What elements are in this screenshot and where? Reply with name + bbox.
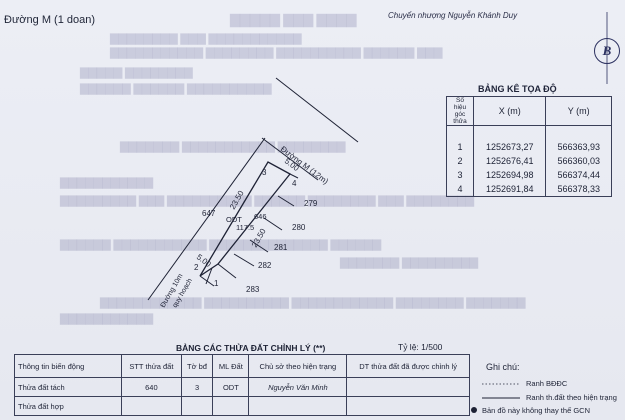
parcel-land-type: ODT xyxy=(226,215,242,224)
transfer-note: Chuyển nhượng Nguyễn Khánh Duy xyxy=(388,11,518,20)
table-cell: 566363,93 xyxy=(545,140,612,154)
table-header-row: Thông tin biến động STT thửa đất Tờ bđ M… xyxy=(14,354,470,378)
legend-item: Ranh BĐĐC xyxy=(526,379,568,388)
table-row: 2 1252676,41 566360,03 xyxy=(446,154,612,168)
neighbor-parcel: 279 xyxy=(304,199,318,208)
table-cell: 2 xyxy=(446,154,474,168)
parcel-table: Thông tin biến động STT thửa đất Tờ bđ M… xyxy=(14,354,470,416)
table-row xyxy=(446,125,612,140)
neighbor-parcel: 280 xyxy=(292,223,306,232)
ghost-text: ▇▇▇▇▇ ▇▇▇▇▇▇▇▇ xyxy=(80,67,193,79)
table-cell xyxy=(121,396,182,416)
table-cell: ODT xyxy=(212,377,250,397)
column-header: X (m) xyxy=(472,96,547,126)
neighbor-boundary xyxy=(249,239,269,253)
parcel-table-title: BẢNG CÁC THỬA ĐẤT CHỈNH LÝ (**) xyxy=(176,343,326,353)
corner-label-3: 3 xyxy=(262,168,267,177)
column-header: Y (m) xyxy=(545,96,612,126)
table-cell xyxy=(346,396,470,416)
ghost-text: ▇▇▇▇▇▇▇ ▇▇▇▇▇▇▇▇▇▇▇ ▇▇▇▇▇▇▇▇ xyxy=(120,141,346,153)
parcel-polygon xyxy=(199,161,291,277)
table-row: 3 1252694,98 566374,44 xyxy=(446,168,612,182)
parcel-area: 117.5 xyxy=(236,223,254,232)
neighbor-boundary xyxy=(205,267,213,285)
neighbor-parcel: 283 xyxy=(246,285,260,294)
corner-label-4: 4 xyxy=(292,179,297,188)
ghost-text: ▇▇▇▇▇▇▇▇▇▇▇ xyxy=(60,313,154,325)
table-row: 4 1252691,84 566378,33 xyxy=(446,182,612,197)
column-header: ML Đất xyxy=(212,354,250,378)
neighbor-parcel: 282 xyxy=(258,261,272,270)
table-cell xyxy=(212,396,250,416)
coordinate-table: Số hiệu góc thửa X (m) Y (m) 1 1252673,2… xyxy=(446,96,612,197)
table-cell: 1252691,84 xyxy=(472,182,547,197)
table-cell: 566374,44 xyxy=(545,168,612,182)
ghost-text: ▇▇▇▇▇▇▇▇▇ ▇▇▇ ▇▇▇▇▇▇▇▇▇▇ ▇▇▇▇▇▇ ▇▇▇▇▇▇▇▇… xyxy=(60,195,475,207)
street-label: Đường M (1 doan) xyxy=(4,14,96,26)
neighbor-parcel: 281 xyxy=(274,243,288,252)
table-cell: 640 xyxy=(121,377,182,397)
ghost-text: ▇▇▇▇▇ ▇▇▇ ▇▇▇▇ xyxy=(230,12,357,27)
table-row: Thửa đất hợp xyxy=(14,396,470,416)
neighbor-parcel: 647 xyxy=(202,209,216,218)
parcel-number: 646 xyxy=(254,212,267,221)
ghost-text: ▇▇▇▇▇▇ ▇▇▇▇▇▇ ▇▇▇▇▇▇▇▇▇▇ xyxy=(80,83,272,95)
ghost-text: ▇▇▇▇▇▇▇▇ ▇▇▇ ▇▇▇▇▇▇▇▇▇▇▇ xyxy=(110,33,302,45)
road-boundary-line xyxy=(261,137,319,181)
legend-item: Bản đồ này không thay thế GCN xyxy=(482,406,590,415)
ghost-text: ▇▇▇▇▇▇▇▇▇▇▇▇ ▇▇▇▇▇▇▇▇▇▇ ▇▇▇▇▇▇▇▇▇▇▇▇ ▇▇▇… xyxy=(100,297,526,309)
ghost-text: ▇▇▇▇▇▇ ▇▇▇▇▇▇▇▇▇▇▇ ▇▇▇▇▇▇▇▇▇▇▇▇▇▇ ▇▇▇▇▇▇ xyxy=(60,239,382,251)
table-cell: 3 xyxy=(180,377,214,397)
table-cell: 3 xyxy=(446,168,474,182)
column-header: Chủ sở theo hiện trạng xyxy=(248,354,348,378)
neighbor-boundary xyxy=(217,263,237,279)
table-header-row: Số hiệu góc thửa X (m) Y (m) xyxy=(446,96,612,126)
road-boundary-line xyxy=(275,77,359,143)
neighbor-boundary xyxy=(289,173,299,179)
neighbor-boundary xyxy=(277,195,295,207)
table-cell xyxy=(180,396,214,416)
edge-left-length: 23.50 xyxy=(228,189,246,211)
table-cell xyxy=(248,396,348,416)
table-cell xyxy=(346,377,470,397)
neighbor-boundary xyxy=(263,217,283,231)
legend-item: Ranh th.đất theo hiện trạng xyxy=(526,393,617,402)
table-cell: 1252673,27 xyxy=(472,140,547,154)
ghost-text: ▇▇▇▇▇▇▇▇▇▇▇ xyxy=(60,177,154,189)
table-cell: Nguyễn Văn Minh xyxy=(248,377,348,397)
table-cell: 566360,03 xyxy=(545,154,612,168)
column-header: DT thửa đất đã được chỉnh lý xyxy=(346,354,470,378)
neighbor-boundary xyxy=(233,253,255,267)
table-cell: Thửa đất tách xyxy=(14,377,122,397)
map-scale: Tỷ lệ: 1/500 xyxy=(398,342,443,352)
table-cell: 1 xyxy=(446,140,474,154)
corner-label-2: 2 xyxy=(194,263,199,272)
table-cell: 4 xyxy=(446,182,474,197)
table-row: 1 1252673,27 566363,93 xyxy=(446,140,612,154)
table-cell: 566378,33 xyxy=(545,182,612,197)
ghost-text: ▇▇▇▇▇▇▇ ▇▇▇▇▇▇▇▇▇ xyxy=(340,257,479,269)
column-header: Số hiệu góc thửa xyxy=(446,96,474,126)
column-header: STT thửa đất xyxy=(121,354,182,378)
table-cell: 1252694,98 xyxy=(472,168,547,182)
coordinate-table-title: BẢNG KÊ TỌA ĐỘ xyxy=(478,84,557,94)
corner-label-1: 1 xyxy=(214,279,219,288)
column-header: Tờ bđ xyxy=(180,354,214,378)
planned-road-line xyxy=(147,137,266,301)
table-cell: Thửa đất hợp xyxy=(14,396,122,416)
ghost-text: ▇▇▇▇▇▇▇▇▇▇▇ ▇▇▇▇▇▇▇▇ ▇▇▇▇▇▇▇▇▇▇ ▇▇▇▇▇▇ ▇… xyxy=(110,47,443,59)
notes-title: Ghi chú: xyxy=(486,362,520,372)
column-header: Thông tin biến động xyxy=(14,354,122,378)
table-row: Thửa đất tách 640 3 ODT Nguyễn Văn Minh xyxy=(14,377,470,397)
legend-bullet xyxy=(471,407,477,413)
table-cell: 1252676,41 xyxy=(472,154,547,168)
